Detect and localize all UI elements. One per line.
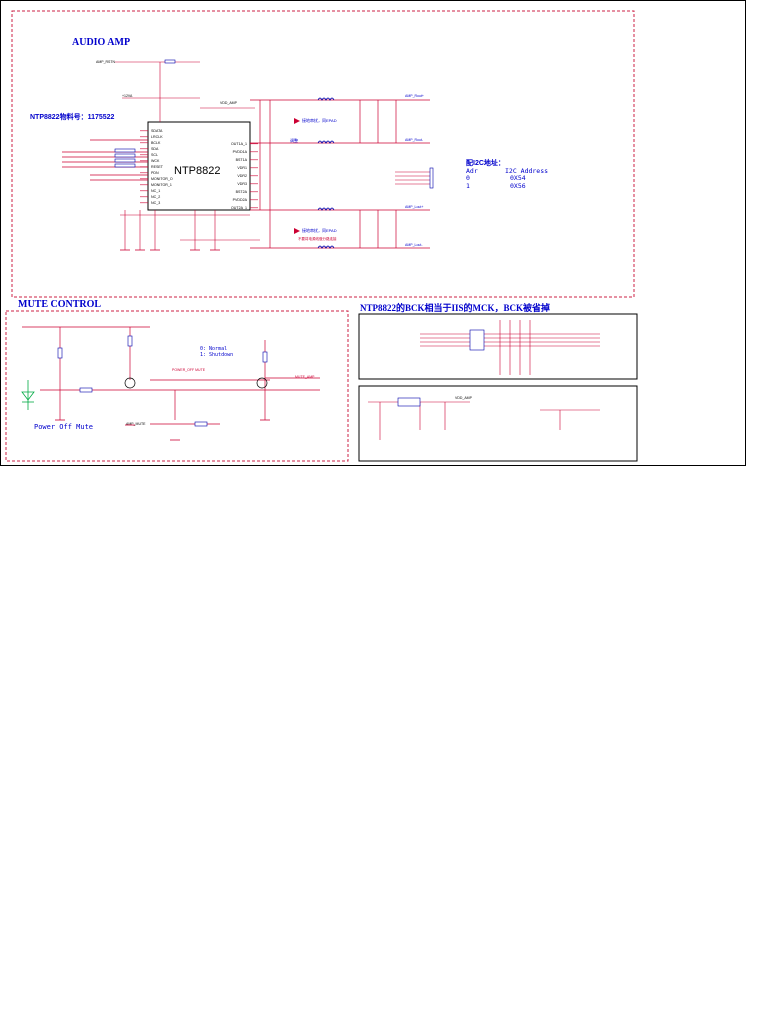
mute-resistors	[57, 335, 268, 427]
bottom-passives	[120, 210, 260, 250]
chip-pin-label: OUT2A_1	[231, 206, 247, 210]
chip-left-pins: SDATA LRCLK BCLK SDA SCL WCK RESET PDN MONITOR_O…	[140, 129, 173, 205]
output-inductors	[317, 97, 335, 249]
chip-pin-label: VDR1	[237, 166, 247, 170]
power-split-note: 不要将电源线做分路连接	[298, 236, 337, 241]
chip-pin-label: BCLK	[151, 141, 161, 145]
speaker-connector	[395, 167, 434, 189]
ntp8822-chip	[147, 121, 251, 211]
chip-pin-label: NC_2	[151, 195, 160, 199]
chip-pin-label: SDA	[151, 147, 159, 151]
mute-amp-net: MUTE_AMP	[295, 375, 315, 379]
i2c-row1-address: 0X56	[510, 182, 526, 190]
amp-mute-net: AMP_MUTE	[126, 422, 146, 426]
i2c-header-address: I2C Address	[505, 167, 548, 175]
chip-pin-label: BST2A	[236, 190, 248, 194]
mute-control-block	[5, 310, 349, 462]
i2c-header-adr: Adr	[466, 167, 478, 175]
mute-transistors	[124, 377, 268, 389]
output-wires	[250, 99, 430, 249]
i2c-row0-address: 0X54	[510, 174, 526, 182]
i2c-row0-adr: 0	[466, 174, 470, 182]
epad-note-top: 接地串扰，同EPAD	[302, 117, 337, 123]
mute-control-title: MUTE CONTROL	[18, 299, 101, 310]
power-regulator	[397, 397, 421, 407]
power-vdd-label: VDD_AMP	[455, 396, 473, 400]
chip-pin-label: VDR3	[237, 182, 247, 186]
chip-pin-label: PDN	[151, 171, 159, 175]
bck-note-title: NTP8822的BCK相当于IIS的MCK，BCK被省掉	[360, 302, 550, 313]
part-number-note: NTP8822物料号：1175522	[30, 112, 115, 121]
chip-pin-label: OUT1A_1	[231, 142, 247, 146]
vdd-amp-label: VDD_AMP	[220, 101, 238, 105]
mute-wires	[22, 326, 320, 425]
epad-note-bottom: 接地串扰，同EPAD	[302, 227, 337, 233]
epad-markers	[294, 118, 300, 234]
chip-pin-label: MONITOR_1	[151, 183, 172, 187]
chip-pin-label: PVDD1A	[233, 150, 248, 154]
audio-amp-block	[11, 10, 635, 298]
chip-pin-label: SDATA	[151, 129, 163, 133]
power-off-mute-label: Power Off Mute	[34, 423, 93, 431]
chip-name: NTP8822	[174, 165, 220, 177]
amp-rstn-resistor	[164, 59, 176, 64]
chip-pin-label: RESET	[151, 165, 164, 169]
chip-pin-label: NC_3	[151, 201, 160, 205]
bck-wires	[420, 320, 600, 375]
amp-lout-p-label: AMP_Lout+	[405, 205, 423, 209]
bck-block	[358, 313, 638, 380]
ground-note: 调整	[290, 137, 298, 143]
input-resistors	[114, 148, 136, 168]
mute-legend-normal: 0: Normal	[200, 346, 227, 352]
mute-ground-symbols	[55, 419, 270, 441]
power-wires	[368, 401, 600, 440]
i2c-row1-adr: 1	[466, 182, 470, 190]
mute-legend-shutdown: 1: Shutdown	[200, 352, 233, 358]
i2c-title: 配I2C地址：	[466, 158, 505, 167]
chip-pin-label: MONITOR_O	[151, 177, 173, 181]
chip-pin-label: BST1A	[236, 158, 248, 162]
chip-pin-label: PVDD2A	[233, 198, 248, 202]
chip-pin-label: LRCLK	[151, 135, 163, 139]
amp-lout-n-label: AMP_Lout-	[405, 243, 423, 247]
amp-rstn-label: AMP_RSTN	[96, 60, 116, 64]
power-block	[358, 385, 638, 462]
chip-pin-label: SCL	[151, 153, 158, 157]
amp-rout-p-label: AMP_Rout+	[405, 94, 424, 98]
audio-amp-title: AUDIO AMP	[72, 37, 130, 48]
green-diode	[21, 380, 35, 410]
sheet-border	[0, 0, 746, 466]
bck-resistor-array	[469, 329, 485, 351]
power-off-mute-net: POWER_OFF MUTE	[172, 368, 206, 372]
amp-rout-n-label: AMP_Rout-	[405, 138, 424, 142]
chip-pin-label: VDR2	[237, 174, 247, 178]
chip-pin-label: NC_1	[151, 189, 160, 193]
v12-label: +12VA	[122, 94, 133, 98]
chip-pin-label: WCK	[151, 159, 160, 163]
